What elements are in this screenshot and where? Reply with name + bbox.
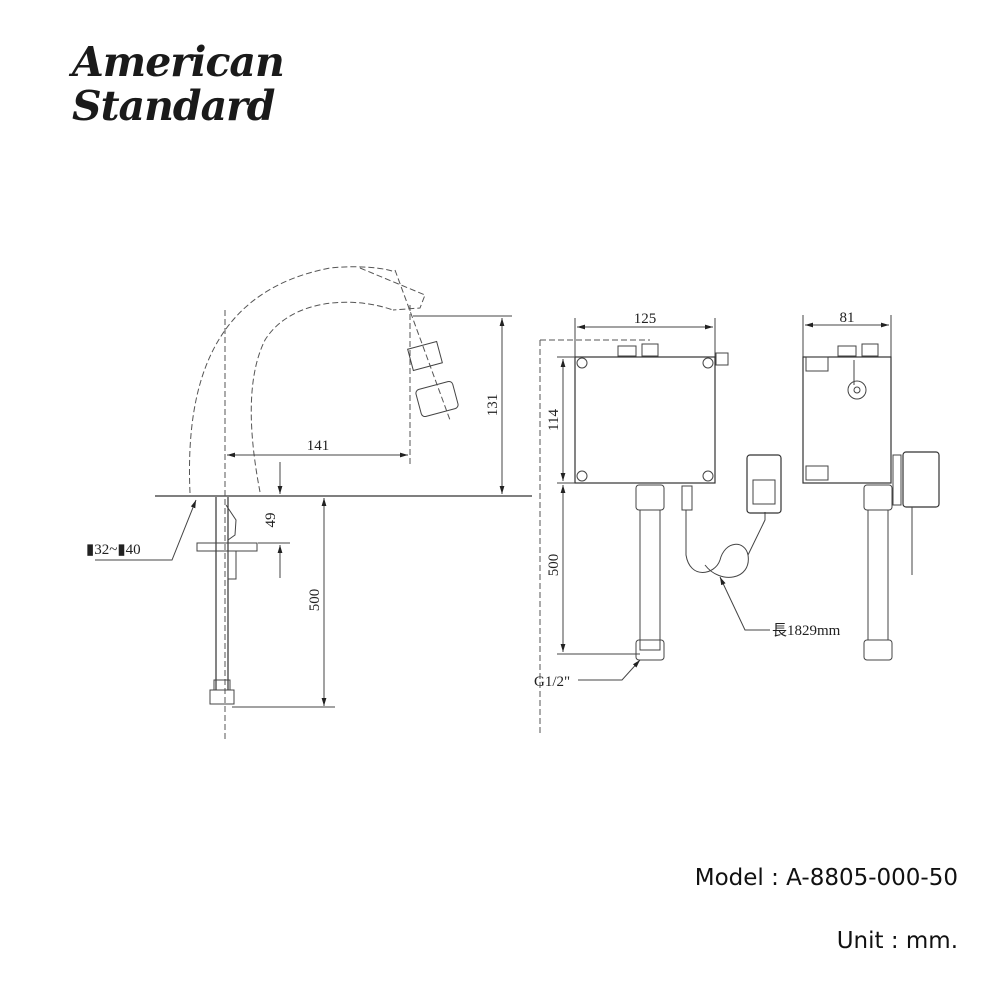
logo-line-2: Standard <box>72 82 275 130</box>
control-box-side <box>802 356 892 484</box>
control-box-front-view: 125 114 500 長1829mm G1/2" <box>534 311 841 690</box>
dim-thread: G1/2" <box>534 674 570 690</box>
dim-box-depth: 81 <box>840 310 855 326</box>
dim-faucet-hose: 500 <box>307 589 323 612</box>
mounting-nut <box>196 542 258 552</box>
spout-outer <box>189 266 396 494</box>
power-adapter <box>902 451 940 508</box>
control-box-side-view: 81 <box>802 310 940 661</box>
dim-hole-diameter: ▮32~▮40 <box>86 542 141 558</box>
control-box <box>574 356 716 484</box>
faucet-side-view: 131 141 49 500 ▮32~▮40 <box>86 266 532 740</box>
logo-line-1: American <box>72 38 285 86</box>
american-standard-logo: American Standard <box>72 38 285 130</box>
dim-cable-length: 長1829mm <box>772 623 841 639</box>
sensor-head <box>407 340 443 372</box>
dim-box-hose: 500 <box>546 554 562 577</box>
unit-label: Unit : mm. <box>836 928 958 954</box>
sensor-transformer <box>746 454 782 514</box>
dim-spout-height: 131 <box>485 394 501 417</box>
model-number: Model : A-8805-000-50 <box>694 865 958 891</box>
dim-box-height: 114 <box>546 409 562 431</box>
dim-spout-reach: 141 <box>307 438 330 454</box>
aerator <box>415 380 459 418</box>
dim-deck-thickness: 49 <box>263 513 279 528</box>
hose-fitting <box>209 689 235 705</box>
dim-box-width: 125 <box>634 311 657 327</box>
